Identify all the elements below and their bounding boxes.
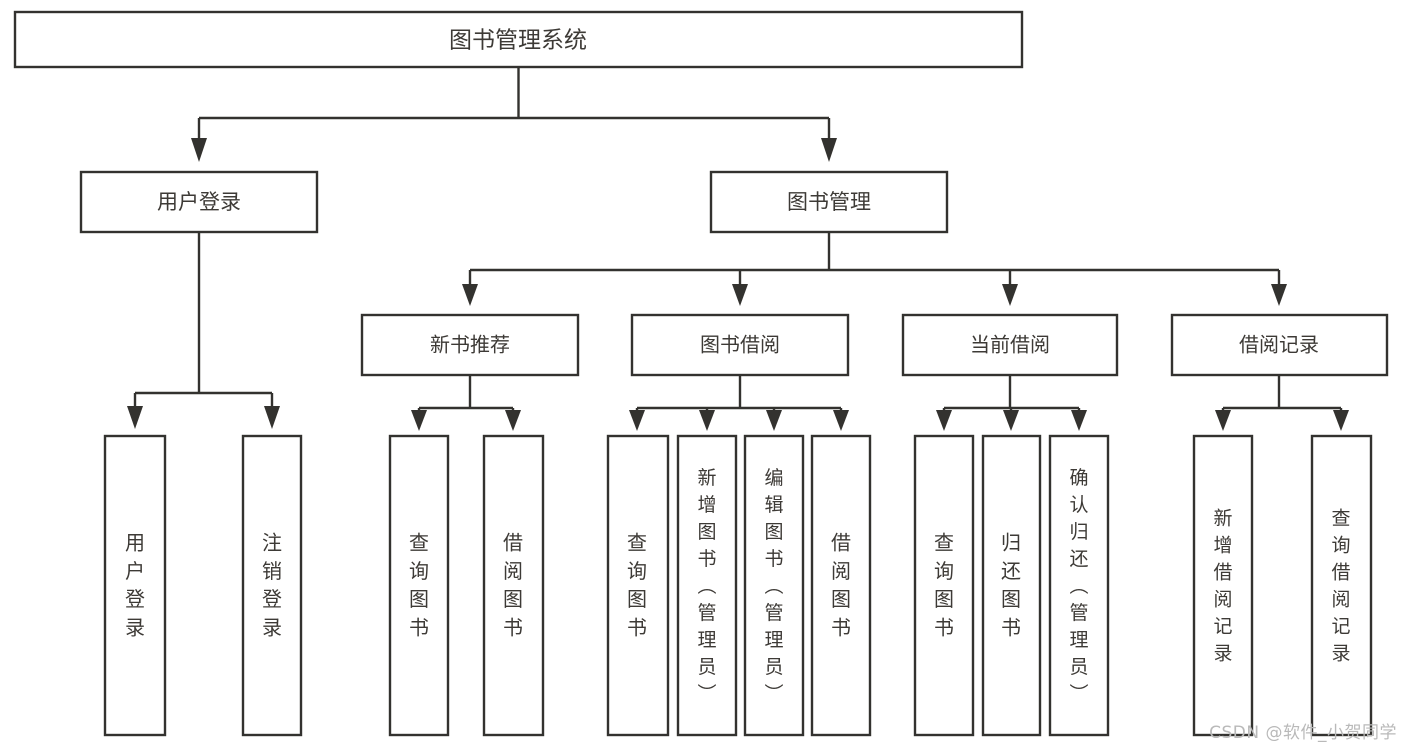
node-box bbox=[810, 434, 872, 737]
node-box bbox=[1310, 434, 1373, 737]
node-label-leaf: 查询借阅记录 bbox=[1331, 507, 1350, 664]
node-box bbox=[743, 434, 805, 737]
connector-bookborrow-to-leaves bbox=[629, 375, 849, 431]
node-box bbox=[676, 434, 738, 737]
node-label-current-borrow: 当前借阅 bbox=[970, 333, 1050, 357]
node-label-leaf: 新增借阅记录 bbox=[1213, 507, 1232, 664]
node-current-borrow[interactable]: 当前借阅 bbox=[901, 313, 1119, 377]
node-leaf-add-borrow-record[interactable]: 新增借阅记录 bbox=[1192, 434, 1254, 737]
arrow-head-icon bbox=[936, 410, 952, 431]
node-label-leaf: 注销登录 bbox=[262, 530, 282, 639]
arrow-head-icon bbox=[191, 138, 207, 162]
node-box bbox=[79, 170, 319, 234]
node-box bbox=[981, 434, 1042, 737]
node-label-leaf: 用户登录 bbox=[125, 530, 145, 639]
node-label-book-borrow: 图书借阅 bbox=[700, 333, 780, 357]
node-box bbox=[1048, 434, 1110, 737]
arrow-head-icon bbox=[732, 284, 748, 306]
connector-userlogin-to-leaves bbox=[127, 232, 280, 429]
node-box bbox=[606, 434, 670, 737]
node-label-leaf: 编辑图书︵管理员︶ bbox=[764, 467, 783, 705]
node-label-leaf: 查询图书 bbox=[934, 530, 954, 639]
node-box bbox=[482, 434, 545, 737]
arrow-head-icon bbox=[629, 410, 645, 431]
node-user-login[interactable]: 用户登录 bbox=[79, 170, 319, 234]
node-box bbox=[913, 434, 975, 737]
node-label-leaf: 借阅图书 bbox=[503, 530, 523, 639]
connector-bookmanage-to-level2 bbox=[462, 232, 1287, 306]
arrow-head-icon bbox=[766, 410, 782, 431]
arrow-head-icon bbox=[1333, 410, 1349, 431]
node-box bbox=[388, 434, 450, 737]
node-label-leaf: 确认归还︵管理员︶ bbox=[1069, 467, 1088, 705]
node-leaf-query-book-cur[interactable]: 查询图书 bbox=[913, 434, 975, 737]
node-leaf-user-login[interactable]: 用户登录 bbox=[103, 434, 167, 737]
node-leaf-query-borrow-record[interactable]: 查询借阅记录 bbox=[1310, 434, 1373, 737]
node-root[interactable]: 图书管理系统 bbox=[13, 10, 1024, 69]
arrow-head-icon bbox=[411, 410, 427, 431]
arrow-head-icon bbox=[505, 410, 521, 431]
arrow-head-icon bbox=[1003, 410, 1019, 431]
arrow-head-icon bbox=[1002, 284, 1018, 306]
node-box bbox=[241, 434, 303, 737]
node-label-user-login: 用户登录 bbox=[157, 190, 241, 214]
connector-root-to-level1 bbox=[191, 67, 837, 162]
node-box bbox=[901, 313, 1119, 377]
node-label-leaf: 新增图书︵管理员︶ bbox=[697, 467, 716, 705]
arrow-head-icon bbox=[127, 406, 143, 429]
node-borrow-record[interactable]: 借阅记录 bbox=[1170, 313, 1389, 377]
arrow-head-icon bbox=[1071, 410, 1087, 431]
node-leaf-query-book-rec[interactable]: 查询图书 bbox=[388, 434, 450, 737]
node-box bbox=[709, 170, 949, 234]
node-box bbox=[630, 313, 850, 377]
connector-currentborrow-to-leaves bbox=[936, 375, 1087, 431]
node-book-manage[interactable]: 图书管理 bbox=[709, 170, 949, 234]
arrow-head-icon bbox=[462, 284, 478, 306]
node-leaf-edit-book-admin[interactable]: 编辑图书︵管理员︶ bbox=[743, 434, 805, 737]
arrow-head-icon bbox=[821, 138, 837, 162]
node-label-leaf: 查询图书 bbox=[409, 530, 429, 639]
node-label-leaf: 查询图书 bbox=[627, 530, 647, 639]
node-book-borrow[interactable]: 图书借阅 bbox=[630, 313, 850, 377]
node-leaf-query-book-borrow[interactable]: 查询图书 bbox=[606, 434, 670, 737]
connector-newbook-to-leaves bbox=[411, 375, 521, 431]
node-new-book-recommend[interactable]: 新书推荐 bbox=[360, 313, 580, 377]
node-box bbox=[13, 10, 1024, 69]
node-leaf-confirm-return-admin[interactable]: 确认归还︵管理员︶ bbox=[1048, 434, 1110, 737]
arrow-head-icon bbox=[1215, 410, 1231, 431]
arrow-head-icon bbox=[699, 410, 715, 431]
node-box bbox=[103, 434, 167, 737]
node-label-leaf: 归还图书 bbox=[1001, 530, 1021, 639]
node-leaf-user-logout[interactable]: 注销登录 bbox=[241, 434, 303, 737]
node-label-new-book-recommend: 新书推荐 bbox=[430, 333, 510, 357]
node-leaf-return-book[interactable]: 归还图书 bbox=[981, 434, 1042, 737]
node-box bbox=[360, 313, 580, 377]
arrow-head-icon bbox=[833, 410, 849, 431]
node-leaf-borrow-book[interactable]: 借阅图书 bbox=[810, 434, 872, 737]
node-label-book-manage: 图书管理 bbox=[787, 190, 871, 214]
connector-borrowrecord-to-leaves bbox=[1215, 375, 1349, 431]
node-label-leaf: 借阅图书 bbox=[831, 530, 851, 639]
node-box bbox=[1170, 313, 1389, 377]
arrow-head-icon bbox=[1271, 284, 1287, 306]
arrow-head-icon bbox=[264, 406, 280, 429]
node-leaf-add-book-admin[interactable]: 新增图书︵管理员︶ bbox=[676, 434, 738, 737]
node-box bbox=[1192, 434, 1254, 737]
node-label-root: 图书管理系统 bbox=[449, 28, 587, 54]
node-label-borrow-record: 借阅记录 bbox=[1239, 333, 1319, 357]
node-leaf-borrow-book-rec[interactable]: 借阅图书 bbox=[482, 434, 545, 737]
